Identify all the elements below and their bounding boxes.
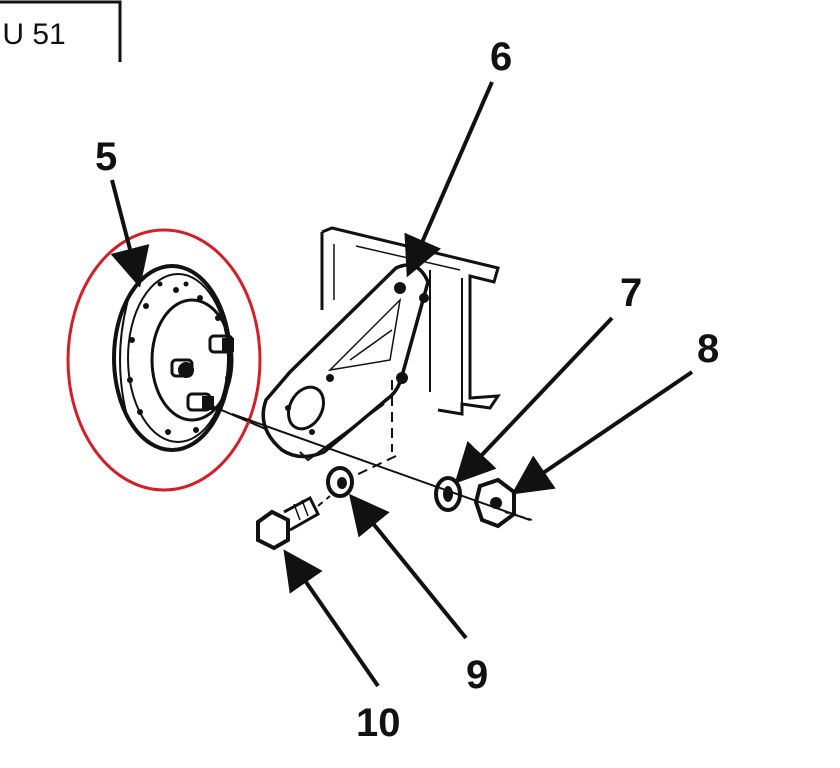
callout-5: 5 <box>95 135 117 179</box>
leader-8 <box>511 370 694 495</box>
leader-6 <box>404 81 494 278</box>
part-nut <box>473 477 516 529</box>
part-lock-washer <box>434 476 462 512</box>
callout-10: 10 <box>356 701 401 745</box>
assembly-axis-line <box>231 413 531 521</box>
callout-7: 7 <box>620 271 642 315</box>
highlight-ellipse <box>66 228 262 492</box>
part-bolt <box>256 495 331 551</box>
leader-lines <box>110 81 694 688</box>
callout-9: 9 <box>466 653 488 697</box>
callout-8: 8 <box>697 327 719 371</box>
leader-5 <box>110 179 150 288</box>
part-bracket-arm <box>261 226 501 479</box>
part-washer <box>326 466 354 498</box>
part-hub-flange <box>112 264 269 452</box>
figure-tag: IU 51 <box>0 0 122 62</box>
leader-9 <box>348 493 468 640</box>
figure-tag-text: IU 51 <box>0 18 66 51</box>
callout-6: 6 <box>490 35 512 79</box>
leader-10 <box>283 549 380 688</box>
leader-7 <box>454 316 614 484</box>
